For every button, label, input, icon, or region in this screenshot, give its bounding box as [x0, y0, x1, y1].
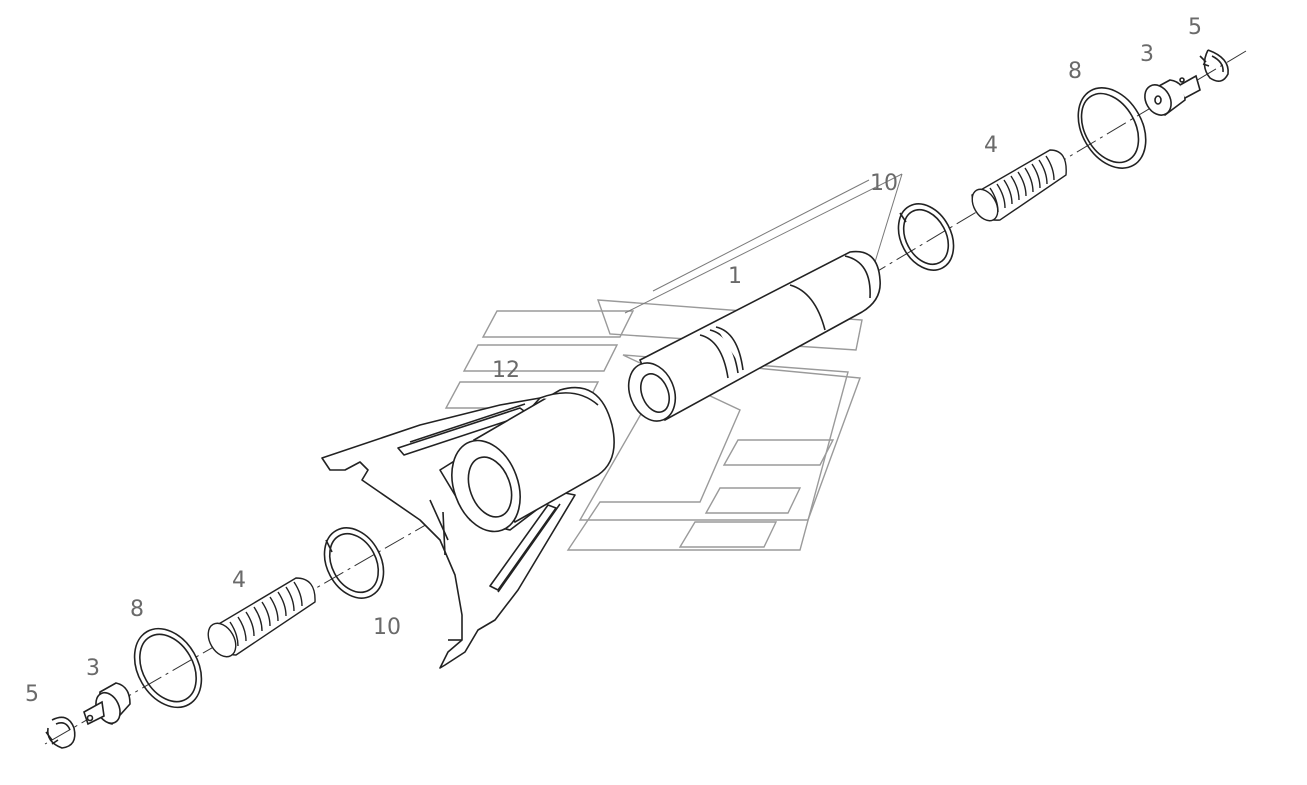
spring-upper: [971, 149, 1067, 222]
fork-hub: [451, 386, 615, 533]
callout-4-upper: 4: [984, 133, 998, 158]
shaft: [627, 250, 881, 422]
circlip-upper: [1199, 49, 1229, 82]
leader-lines: [624, 173, 903, 314]
callout-10-upper: 10: [870, 171, 898, 196]
washer-lower: [133, 627, 203, 709]
end-cap-upper: [1144, 74, 1201, 116]
shift-fork: [321, 397, 576, 669]
callout-8-lower: 8: [130, 597, 144, 622]
snap-ring-upper: [897, 203, 955, 271]
callout-labels: 1 3 3 4 4 5 5 8 8 10 10 12: [25, 15, 1202, 707]
callout-5-lower: 5: [25, 682, 39, 707]
callout-10-lower: 10: [373, 615, 401, 640]
circlip-lower: [45, 716, 76, 749]
callout-4-lower: 4: [232, 568, 246, 593]
snap-ring-lower: [323, 527, 385, 599]
spring-lower: [207, 577, 316, 658]
callout-3-lower: 3: [86, 656, 100, 681]
callout-12: 12: [492, 358, 520, 383]
callout-5-upper: 5: [1188, 15, 1202, 40]
washer-upper: [1077, 87, 1147, 169]
watermark-logo: [444, 299, 863, 551]
end-cap-lower: [83, 682, 131, 726]
callout-8-upper: 8: [1068, 59, 1082, 84]
callout-1: 1: [728, 264, 742, 289]
callout-3-upper: 3: [1140, 42, 1154, 67]
